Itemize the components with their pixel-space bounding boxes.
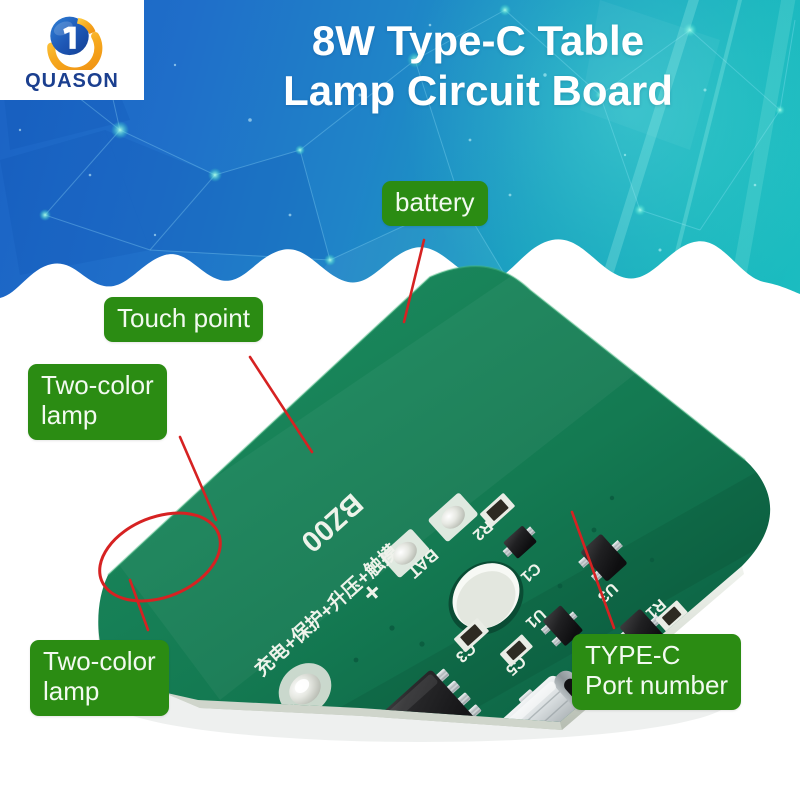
callout-two-color-lamp-lower[interactable]: Two-color lamp [30,640,169,716]
pcb-body: BZ00 BAT 充电+保护+升压+触摸 4档 2色温 5档 + ⏤ + R2 [98,265,771,800]
wave-divider [0,239,800,300]
callout-battery[interactable]: battery [382,181,488,227]
touch-point-pad [278,663,332,715]
header-banner [0,0,800,300]
brand-wordmark: QUASON [25,69,119,92]
page-title: 8W Type-C Table Lamp Circuit Board [228,16,728,115]
pcb-illustration: BZ00 BAT 充电+保护+升压+触摸 4档 2色温 5档 + ⏤ + R2 [98,265,771,800]
two-color-lamp-pads [124,727,238,800]
silk-l1: L1 [189,761,214,786]
callout-two-color-lamp-upper[interactable]: Two-color lamp [28,364,167,440]
silk-plus-led: + [210,754,241,786]
smd-chip-components [454,493,688,667]
title-line-1: 8W Type-C Table [311,17,645,64]
mounting-hole-top [448,561,524,635]
callout-type-c-port[interactable]: TYPE-C Port number [572,634,742,710]
title-line-2: Lamp Circuit Board [283,66,673,114]
silk-led: LED [430,783,465,800]
header-glow [400,0,800,300]
callout-touch-point[interactable]: Touch point [104,297,263,343]
pcb-photo: BZ00 BAT 充电+保护+升压+触摸 4档 2色温 5档 + ⏤ + R2 [0,230,800,800]
battery-pads [380,493,478,578]
main-ic-u1 [364,668,482,722]
silk-l2: L2 [163,787,188,800]
brand-logo: QUASON [0,0,144,100]
mounting-hole-bottom [184,754,272,800]
quason-mark-icon [47,16,103,70]
